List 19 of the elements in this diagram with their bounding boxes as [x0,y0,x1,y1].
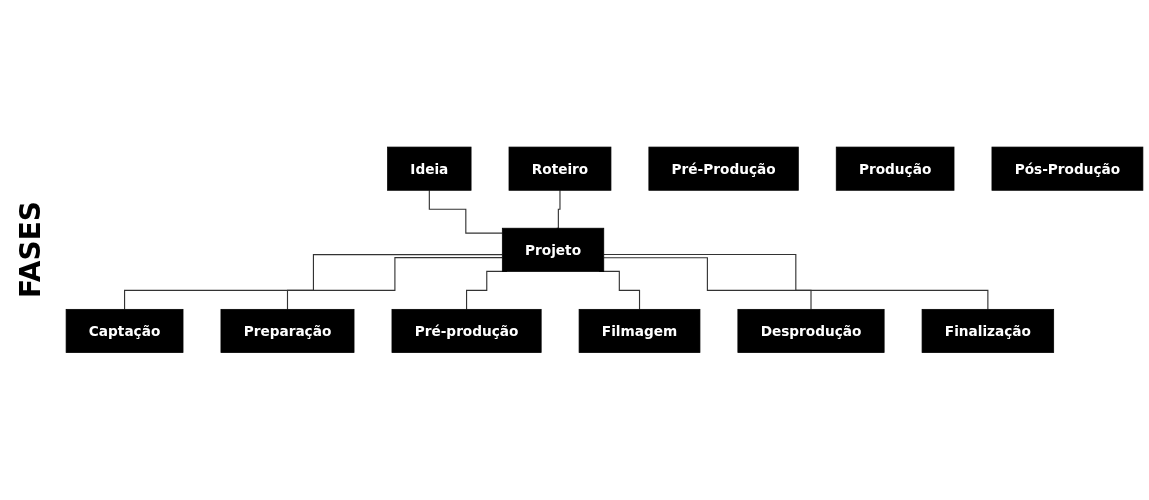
connector [428,189,503,234]
connector [556,189,561,229]
node-box: Pré-produção [391,309,542,354]
node-box: Desprodução [737,309,885,354]
connector [124,254,503,311]
node-box: Produção [835,146,955,191]
connector [603,257,812,311]
node-box: Captação [65,309,184,354]
node-box: Pós-Produção [991,146,1144,191]
side-label: FASES [13,201,47,299]
node-box: Preparação [220,309,355,354]
node-box: Finalização [921,309,1055,354]
node-box: Ideia [387,146,472,191]
connector [286,257,503,311]
node-box: Roteiro [508,146,612,191]
node-box: Projeto [501,228,605,272]
node-box: Filmagem [578,309,701,354]
connector [603,254,989,311]
node-box: Pré-Produção [648,146,799,191]
